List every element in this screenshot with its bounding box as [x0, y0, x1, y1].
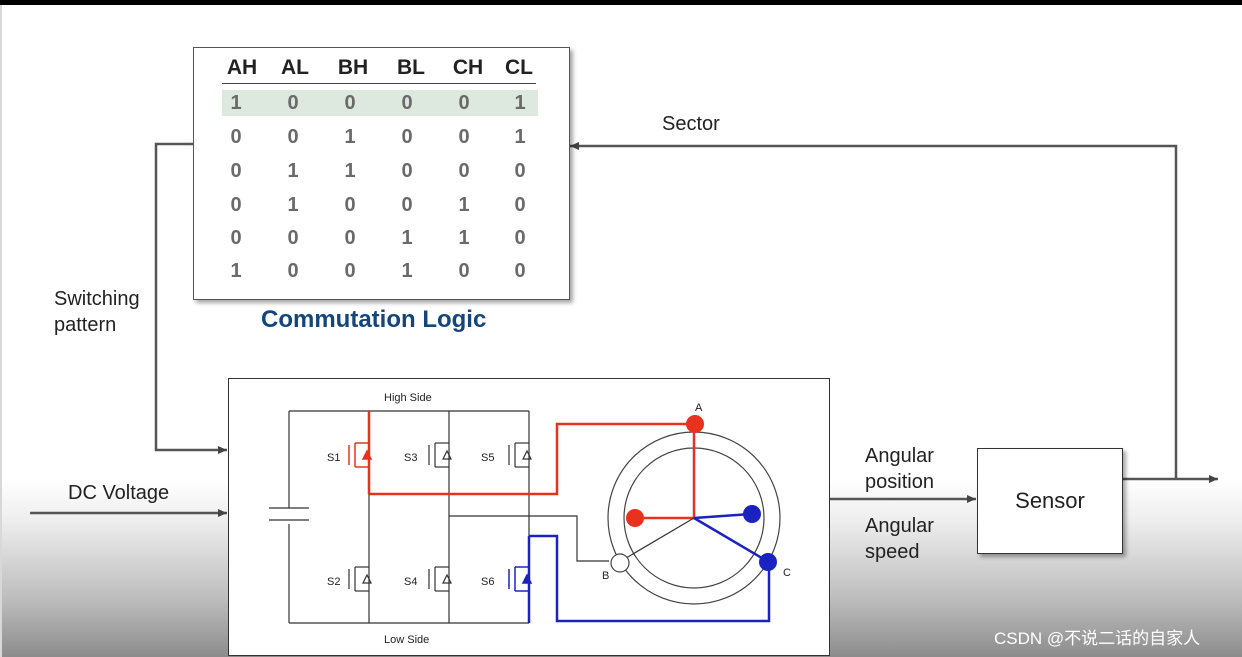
switching-label-1: Switching: [54, 288, 140, 310]
phase-c-node: [759, 553, 777, 571]
commutation-logic-title: Commutation Logic: [261, 306, 487, 333]
table-cell: 0: [401, 194, 413, 216]
table-cell: 0: [514, 160, 526, 182]
switch-s1: [348, 442, 373, 468]
switch-s3: [428, 442, 452, 468]
table-cell: 0: [401, 160, 413, 182]
s4-label: S4: [404, 576, 417, 588]
header-cl: CL: [505, 56, 533, 79]
table-cell: 1: [344, 160, 356, 182]
s2-label: S2: [327, 576, 340, 588]
table-cell: 0: [230, 126, 242, 148]
sensor-block: Sensor: [977, 448, 1123, 554]
inverter-motor-diagram: High Side Low Side S1 S3 S5 S2 S4 S6 A B…: [228, 378, 830, 656]
sensor-label: Sensor: [1015, 488, 1085, 513]
table-cell: 1: [401, 227, 413, 249]
table-cell: 1: [344, 126, 356, 148]
table-cell: 0: [458, 92, 470, 114]
phase-b-node: [610, 553, 630, 573]
switch-s5: [508, 442, 532, 468]
table-cell: 0: [514, 227, 526, 249]
top-border: [0, 0, 1242, 5]
high-side-label: High Side: [384, 392, 432, 404]
angular-position-label-1: Angular: [865, 445, 934, 467]
header-ah: AH: [226, 56, 258, 79]
s3-label: S3: [404, 452, 417, 464]
table-cell: 0: [287, 126, 299, 148]
table-cell: 1: [458, 194, 470, 216]
table-cell: 1: [287, 194, 299, 216]
table-cell: 1: [514, 92, 526, 114]
inverter-schematic: High Side Low Side S1 S3 S5 S2 S4 S6 A B…: [269, 392, 791, 646]
commutation-table: AH AL BH BL CH CL 1 0 0 0 0 1 0 0 1 0 0 …: [193, 47, 570, 300]
table-cell: 1: [401, 260, 413, 282]
switch-s2: [348, 566, 372, 592]
table-cell: 0: [230, 227, 242, 249]
table-cell: 0: [230, 194, 242, 216]
table-cell: 1: [458, 227, 470, 249]
table-cell: 0: [287, 260, 299, 282]
rotor-red-node: [626, 509, 644, 527]
sector-arrow: [570, 142, 1178, 479]
table-cell: 0: [344, 92, 356, 114]
table-cell: 1: [230, 92, 242, 114]
table-cell: 0: [458, 160, 470, 182]
highlighted-row: [222, 90, 538, 116]
table-cell: 0: [344, 194, 356, 216]
table-cell: 0: [401, 126, 413, 148]
left-edge: [0, 5, 2, 657]
switching-arrow: [154, 142, 227, 454]
table-cell: 0: [458, 260, 470, 282]
phase-b-label: B: [602, 570, 609, 582]
switching-label-2: pattern: [54, 314, 117, 336]
rotor-blue-node: [743, 505, 761, 523]
dc-voltage-label: DC Voltage: [68, 482, 170, 504]
s1-label: S1: [327, 452, 340, 464]
s5-label: S5: [481, 452, 494, 464]
table-cell: 1: [514, 126, 526, 148]
switch-s4: [428, 566, 452, 592]
low-side-label: Low Side: [384, 634, 429, 646]
switch-s6: [508, 566, 533, 592]
angular-speed-label-1: Angular: [865, 515, 934, 537]
table-cell: 1: [230, 260, 242, 282]
table-cell: 0: [514, 194, 526, 216]
header-al: AL: [281, 56, 309, 79]
table-cell: 0: [401, 92, 413, 114]
table-cell: 0: [344, 227, 356, 249]
table-cell: 0: [287, 92, 299, 114]
table-cell: 1: [287, 160, 299, 182]
header-bh: BH: [337, 56, 369, 79]
table-cell: 0: [514, 260, 526, 282]
phase-a-node: [686, 415, 704, 433]
header-ch: CH: [452, 56, 484, 79]
phase-a-label: A: [695, 402, 703, 414]
table-cell: 0: [344, 260, 356, 282]
table-cell: 0: [287, 227, 299, 249]
s6-label: S6: [481, 576, 494, 588]
angular-position-label-2: position: [865, 471, 934, 493]
table-cell: 0: [458, 126, 470, 148]
header-bl: BL: [397, 56, 425, 79]
angular-speed-label-2: speed: [865, 541, 920, 563]
phase-c-label: C: [783, 567, 791, 579]
header-divider: [222, 83, 536, 84]
table-cell: 0: [230, 160, 242, 182]
watermark: CSDN @不说二话的自家人: [994, 629, 1201, 648]
sector-label: Sector: [662, 113, 720, 135]
